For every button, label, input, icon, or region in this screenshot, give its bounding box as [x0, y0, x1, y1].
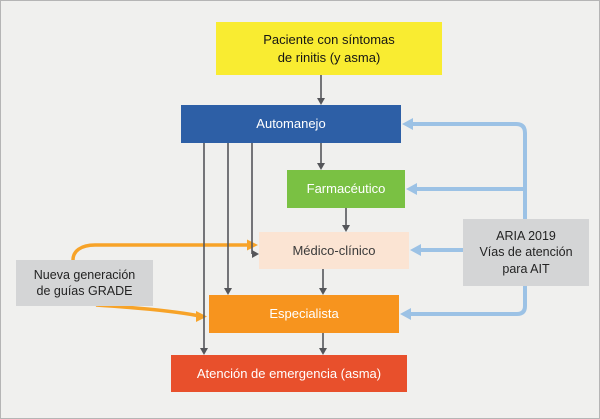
node-specialist: Especialista [209, 295, 399, 333]
node-patient-symptoms: Paciente con síntomas de rinitis (y asma… [216, 22, 442, 75]
node-label-line: de rinitis (y asma) [277, 49, 381, 65]
arrowhead-dark-automanejo [317, 98, 325, 105]
label-grade-guidelines: Nueva generación de guías GRADE [16, 260, 153, 306]
node-label: Médico-clínico [292, 242, 376, 258]
node-label: Farmacéutico [306, 181, 386, 197]
node-pharmacist: Farmacéutico [287, 170, 405, 208]
arrow-grade-to-medico [71, 243, 247, 261]
arrowhead-blue-automanejo [402, 118, 413, 130]
arrowhead-blue-medico [410, 244, 421, 256]
arrowhead-blue-farmaceutico [406, 183, 417, 195]
node-label: Automanejo [256, 116, 326, 132]
arrowhead-dark-farmaceutico [317, 163, 325, 170]
arrowhead-dark-medico-left [252, 250, 259, 258]
arrowhead-orange-especialista [196, 311, 207, 322]
arrowhead-dark-especialista-left [224, 288, 232, 295]
arrowhead-dark-especialista-mid [319, 288, 327, 295]
node-label-line: de guías GRADE [36, 284, 133, 298]
node-clinician: Médico-clínico [259, 232, 409, 269]
node-label-line: Nueva generación [33, 267, 136, 282]
node-emergency-care: Atención de emergencia (asma) [171, 355, 407, 392]
node-self-management: Automanejo [181, 105, 401, 143]
arrow-aria-to-especialista [411, 286, 527, 316]
aria-pathway-lines [411, 122, 527, 316]
arrow-grade-to-especialista [95, 303, 198, 318]
arrowhead-dark-emergencia-mid [319, 348, 327, 355]
label-aria-2019-pathways: ARIA 2019 Vías de atención para AIT [463, 219, 589, 286]
node-label-line: ARIA 2019 [496, 228, 556, 243]
arrowhead-dark-emergencia-left [200, 348, 208, 355]
aria-pathway-arrowheads [400, 118, 421, 320]
node-label: Atención de emergencia (asma) [196, 365, 382, 381]
node-label: Especialista [269, 306, 339, 322]
node-label-line: para AIT [502, 261, 550, 276]
arrow-aria-to-automanejo [413, 122, 527, 219]
care-flow-arrowheads [200, 98, 350, 355]
care-flow-lines [203, 75, 347, 348]
arrowhead-blue-especialista [400, 308, 411, 320]
node-label-line: Vías de atención [479, 245, 573, 260]
node-label-line: Paciente con síntomas [263, 32, 395, 48]
arrowhead-dark-medico-top [342, 225, 350, 232]
